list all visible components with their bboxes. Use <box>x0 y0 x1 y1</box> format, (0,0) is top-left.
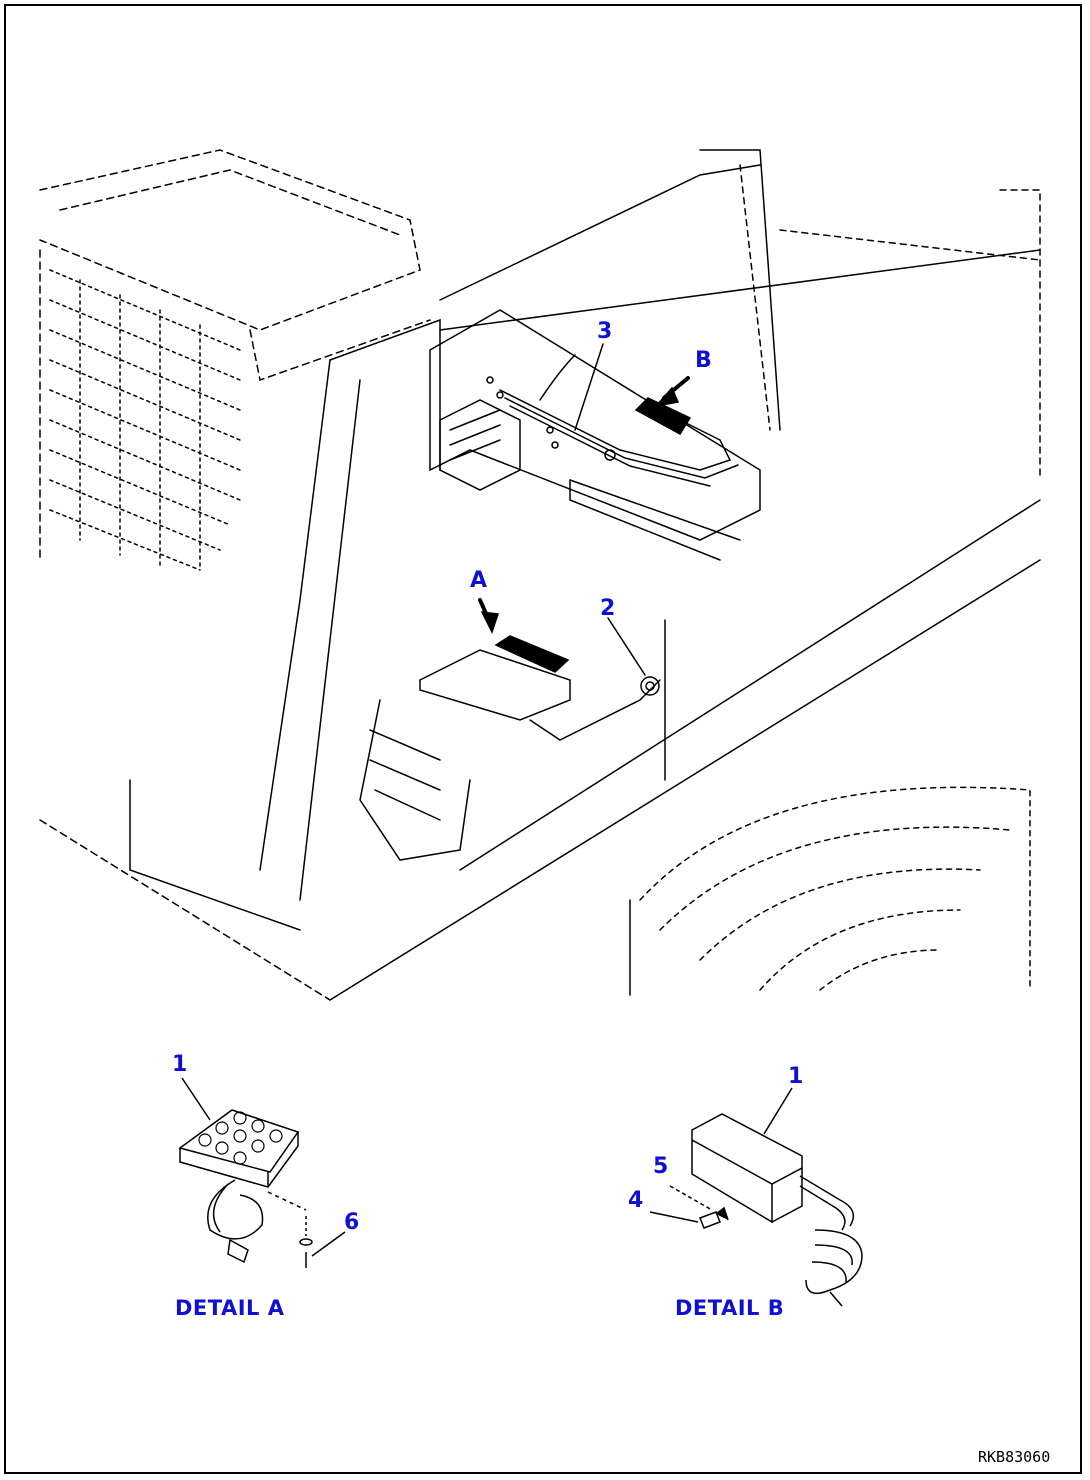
leader-detail-b-1 <box>763 1087 793 1135</box>
detail-b-callout-5: 5 <box>653 1154 669 1179</box>
detail-b-label: DETAIL B <box>675 1296 785 1320</box>
cab-frame <box>259 149 1041 901</box>
detail-a-callout-6: 6 <box>344 1210 360 1235</box>
radiator-grille <box>49 269 241 571</box>
drawing-code: RKB83060 <box>978 1448 1051 1466</box>
detail-a-illustration <box>178 1077 346 1268</box>
callout-2: 2 <box>600 596 616 621</box>
arrow-a-head <box>480 611 500 634</box>
detail-a-label: DETAIL A <box>175 1296 285 1320</box>
drawing-frame <box>4 4 1082 1474</box>
callout-b: B <box>695 348 712 373</box>
callout-3: 3 <box>597 319 613 344</box>
detail-b-callout-1: 1 <box>788 1064 804 1089</box>
right-console <box>429 309 761 561</box>
leader-2 <box>607 617 646 676</box>
leader-3 <box>574 343 604 431</box>
detail-b-callout-4: 4 <box>628 1188 644 1213</box>
detail-a-callout-1: 1 <box>172 1052 188 1077</box>
part-b-box <box>634 397 692 435</box>
frame-rails <box>39 499 1041 1001</box>
detail-b-illustration <box>649 1087 863 1307</box>
left-console <box>359 649 661 861</box>
engine-hood <box>39 149 431 561</box>
leader-detail-a-1 <box>181 1077 211 1121</box>
grommet <box>640 676 660 696</box>
callout-a: A <box>470 568 488 593</box>
leader-detail-a-6 <box>311 1231 346 1257</box>
part-a-switch <box>494 635 570 673</box>
wire-harness <box>486 354 739 487</box>
tire <box>639 786 1031 991</box>
arrow-b-head <box>653 386 680 408</box>
